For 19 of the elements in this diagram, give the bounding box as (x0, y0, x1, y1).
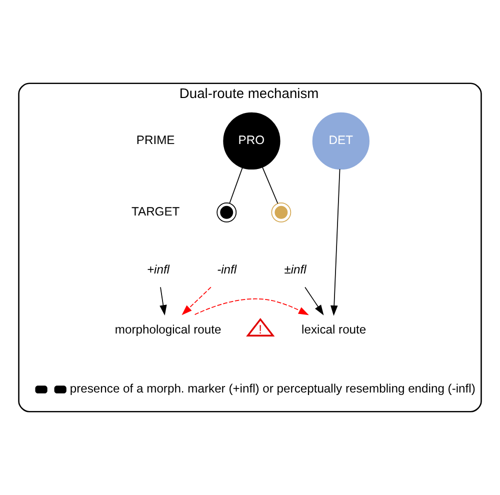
node-text: ±infl (284, 262, 306, 277)
node-circle: PRO (223, 112, 280, 170)
arrow (330, 168, 340, 316)
arrow (182, 286, 212, 316)
label: PRIME (136, 133, 175, 148)
legend-label: presence of a morph. marker (+infl) or perceptually resembling ending (-infl) (70, 382, 476, 396)
arrow (194, 298, 309, 316)
node-text: +infl (146, 262, 170, 277)
node-circle: DET (312, 112, 370, 170)
connector (262, 166, 278, 204)
picture (216, 202, 237, 222)
connector (229, 167, 243, 204)
arrow (160, 286, 167, 316)
node-text: morphological route (114, 322, 222, 336)
arrow (304, 286, 324, 316)
picture (271, 202, 292, 222)
label: TARGET (131, 204, 180, 219)
node-text: -infl (217, 262, 237, 277)
node-text: lexical route (302, 322, 366, 336)
